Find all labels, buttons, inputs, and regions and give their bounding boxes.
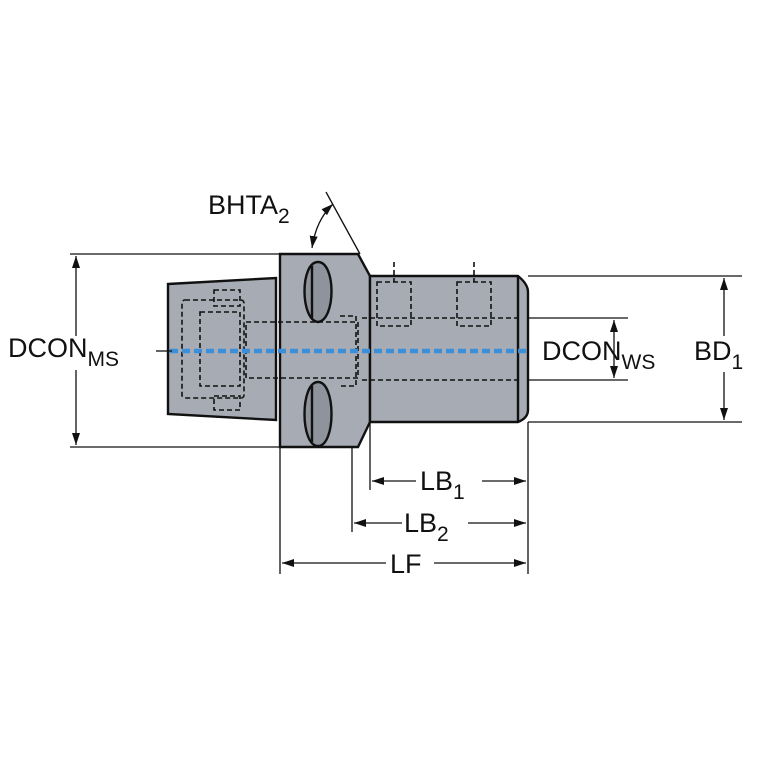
label-dcon-ws: DCONWS	[542, 336, 655, 374]
label-dcon-ms: DCONMS	[8, 333, 119, 371]
dim-bhta2-arc	[309, 203, 334, 249]
ext-bhta-edge	[325, 191, 361, 255]
upper-drive-slot	[303, 260, 333, 324]
lower-drive-slot	[303, 380, 333, 448]
label-lb2: LB2	[404, 508, 449, 546]
label-bd1: BD1	[694, 336, 743, 374]
dimension-lines	[72, 203, 728, 567]
dimension-labels: DCONMS DCONWS BD1 BHTA2 LB1 LB2 LF	[8, 190, 743, 579]
label-bhta2: BHTA2	[208, 190, 290, 228]
hidden-taper-notch-bottom	[213, 395, 241, 411]
extension-lines	[70, 191, 742, 574]
label-lb1: LB1	[420, 466, 465, 504]
hidden-taper-notch-top	[213, 289, 241, 307]
hidden-taper-inner	[199, 311, 241, 387]
label-lf: LF	[390, 549, 422, 579]
tool-adapter-body	[156, 252, 530, 449]
